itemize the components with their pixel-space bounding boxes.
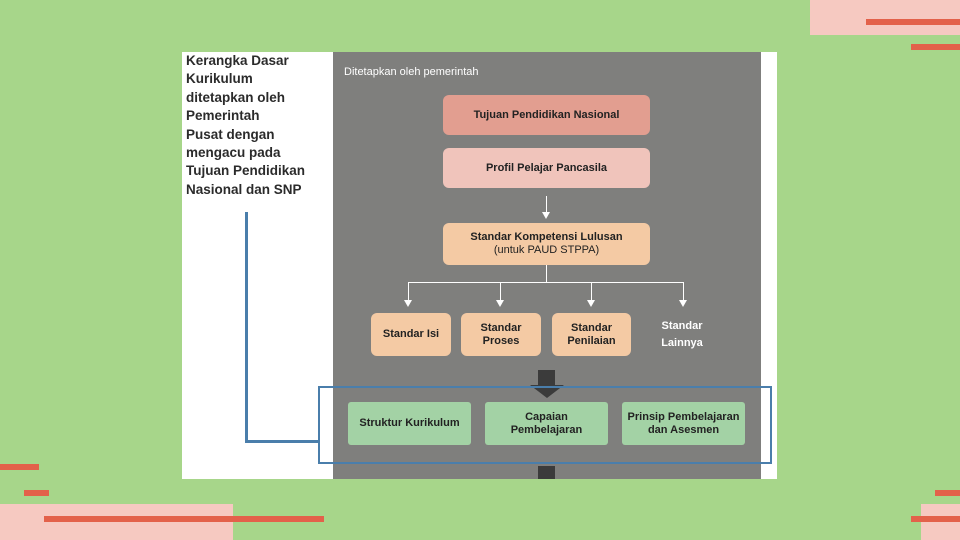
node-tujuan-pendidikan: Tujuan Pendidikan Nasional	[443, 95, 650, 135]
arrowhead-icon	[404, 300, 412, 307]
node-standar-kompetensi: Standar Kompetensi Lulusan (untuk PAUD S…	[443, 223, 650, 265]
node-standar-lainnya: Standar Lainnya	[661, 320, 703, 349]
deco-red-line	[935, 490, 960, 496]
highlight-connector-vertical	[245, 212, 248, 443]
arrow-to-standar-lainnya	[683, 282, 684, 302]
node-capaian-pembelajaran: Capaian Pembelajaran	[485, 402, 608, 445]
node-standar-proses: Standar Proses	[461, 313, 541, 356]
node-profil-pelajar: Profil Pelajar Pancasila	[443, 148, 650, 188]
arrowhead-icon	[542, 212, 550, 219]
highlight-connector-horizontal	[245, 440, 319, 443]
deco-red-line	[44, 516, 324, 522]
big-arrow-stem	[538, 370, 555, 386]
highlight-box	[318, 386, 772, 464]
node-skl-title: Standar Kompetensi Lulusan	[470, 231, 623, 243]
arrow-profil-to-skl	[546, 196, 547, 214]
node-standar-penilaian: Standar Penilaian	[552, 313, 631, 356]
deco-red-line	[866, 19, 960, 25]
description-text: Kerangka Dasar Kurikulum ditetapkan oleh…	[186, 53, 306, 197]
arrowhead-icon	[679, 300, 687, 307]
node-standar-isi: Standar Isi	[371, 313, 451, 356]
deco-pink-top-right	[810, 0, 960, 35]
bottom-arrow-stem	[538, 466, 555, 479]
node-prinsip-pembelajaran: Prinsip Pembelajaran dan Asesmen	[622, 402, 745, 445]
deco-pink-bottom-right	[921, 504, 960, 540]
arrowhead-icon	[587, 300, 595, 307]
arrow-to-standar-penilaian	[591, 282, 592, 302]
big-arrow-icon	[530, 385, 564, 398]
arrow-to-standar-proses	[500, 282, 501, 302]
deco-red-line	[24, 490, 49, 496]
arrow-to-standar-isi	[408, 282, 409, 302]
connector-skl-stem	[546, 265, 547, 283]
connector-horizontal	[408, 282, 684, 283]
node-skl-subtitle: (untuk PAUD STPPA)	[493, 244, 600, 256]
deco-red-line	[911, 516, 960, 522]
panel-label: Ditetapkan oleh pemerintah	[344, 66, 479, 78]
arrowhead-icon	[496, 300, 504, 307]
deco-pink-bottom-left	[0, 504, 233, 540]
node-struktur-kurikulum: Struktur Kurikulum	[348, 402, 471, 445]
deco-red-line	[911, 44, 960, 50]
deco-red-line	[0, 464, 39, 470]
